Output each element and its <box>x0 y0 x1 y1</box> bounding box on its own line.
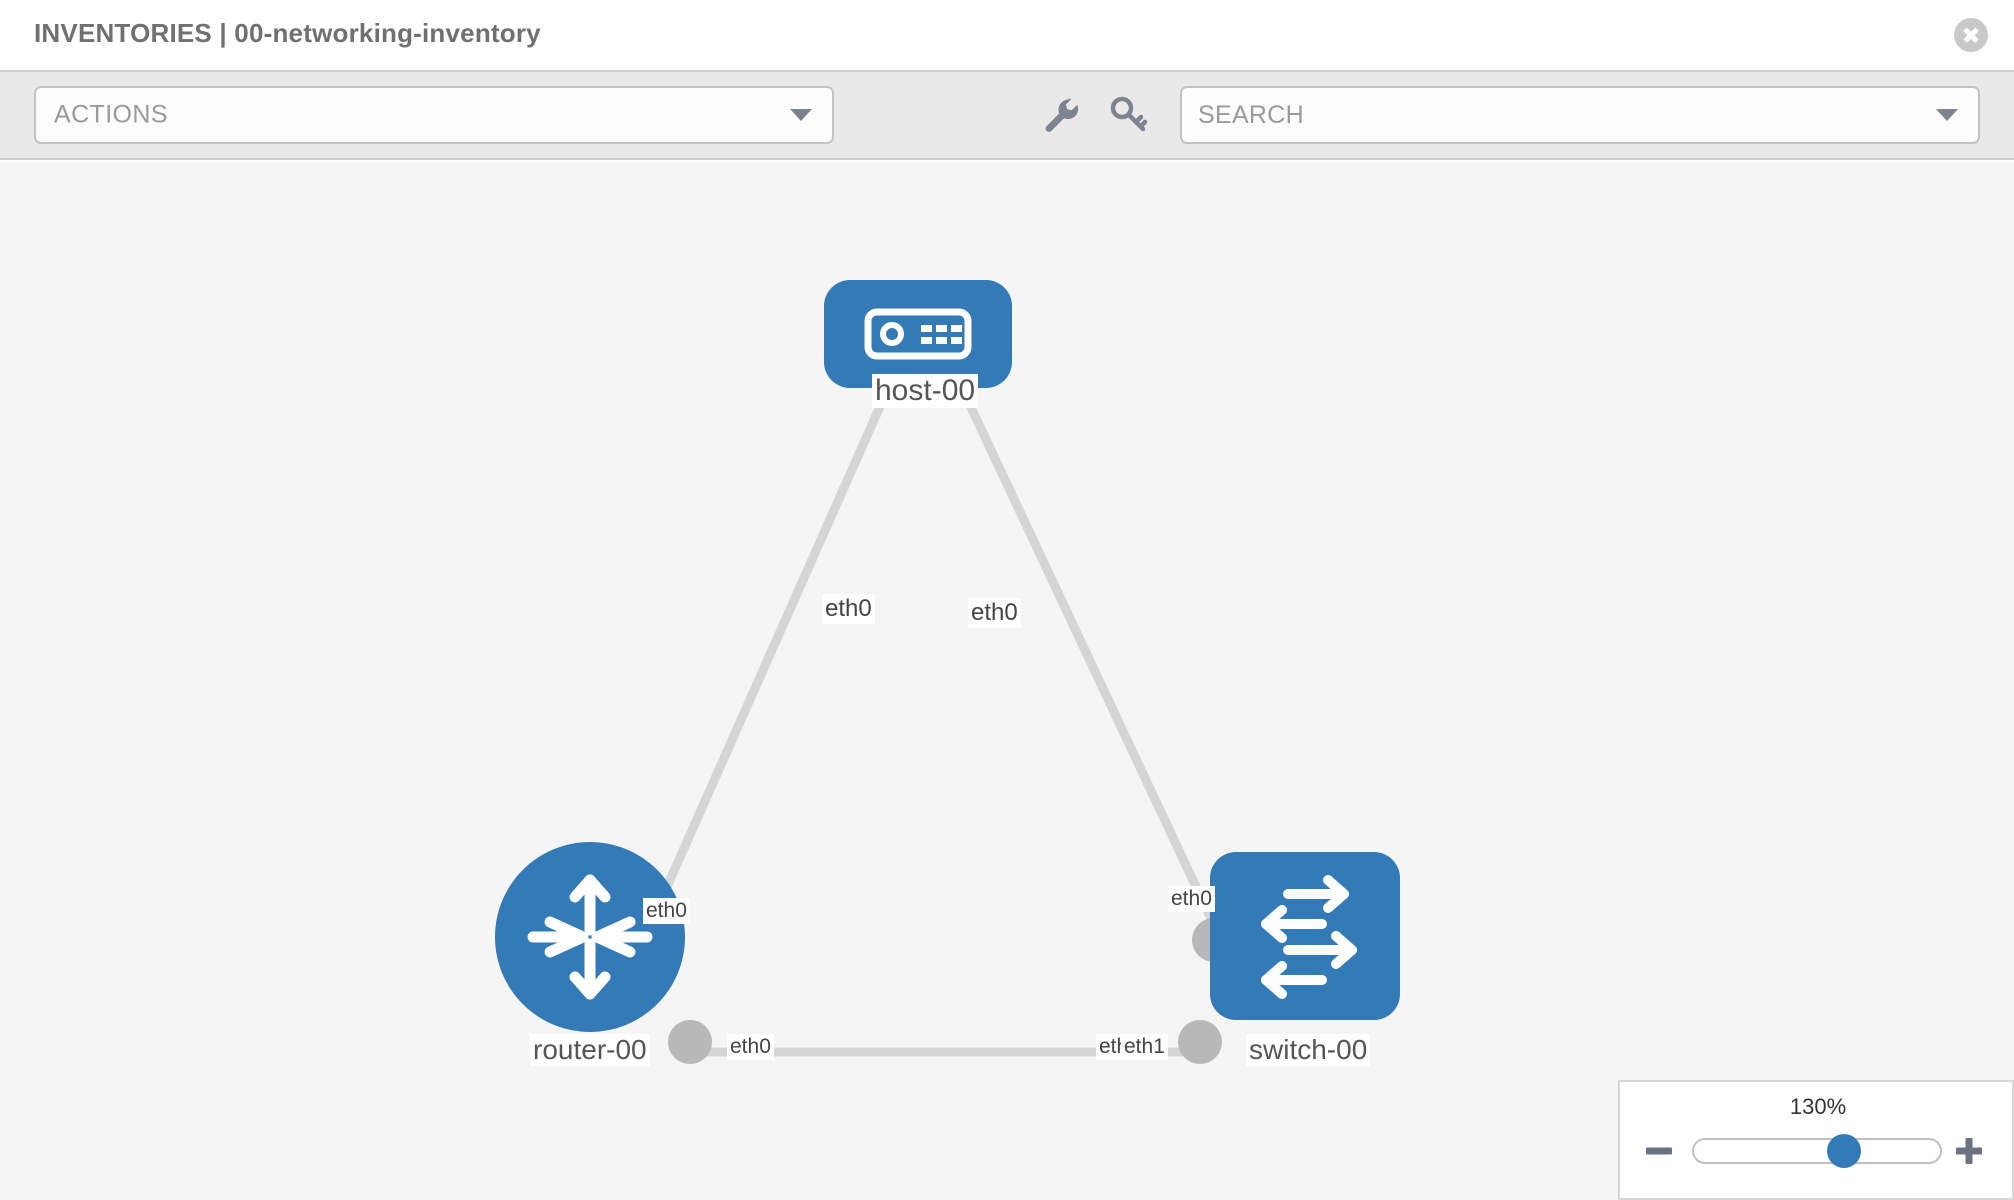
chevron-down-icon <box>790 109 812 121</box>
node-label-switch-00: switch-00 <box>1246 1034 1371 1066</box>
page-header: INVENTORIES | 00-networking-inventory <box>0 0 2014 70</box>
edge-label-switch-west: eth1 <box>1121 1034 1168 1060</box>
zoom-in-button[interactable] <box>1952 1134 1986 1168</box>
wrench-icon[interactable] <box>1032 86 1090 144</box>
port-router-east[interactable] <box>668 1020 712 1064</box>
page-title: INVENTORIES | 00-networking-inventory <box>34 18 541 48</box>
edge-label-host-right: eth0 <box>968 598 1021 628</box>
topology-canvas[interactable]: host-00 router-00 <box>0 162 2014 1200</box>
server-icon <box>864 308 972 360</box>
zoom-slider[interactable] <box>1692 1134 1942 1168</box>
key-icon[interactable] <box>1100 86 1158 144</box>
zoom-slider-thumb[interactable] <box>1827 1134 1862 1168</box>
port-switch-west[interactable] <box>1178 1020 1222 1064</box>
edge-label-router-uplink: eth0 <box>643 898 690 924</box>
link-host-switch <box>955 382 1227 944</box>
switch-arrows-icon <box>1261 875 1357 999</box>
zoom-out-button[interactable] <box>1642 1134 1676 1168</box>
actions-dropdown-label: ACTIONS <box>54 100 168 129</box>
node-host-00-body[interactable] <box>824 280 1012 388</box>
edge-label-host-left: eth0 <box>822 594 875 624</box>
edge-label-switch-uplink: eth0 <box>1168 886 1215 912</box>
toolbar: ACTIONS <box>0 70 2014 160</box>
link-host-router <box>633 382 895 954</box>
search-field[interactable] <box>1180 86 1980 144</box>
actions-dropdown[interactable]: ACTIONS <box>34 86 834 144</box>
node-switch-00-body[interactable] <box>1210 852 1400 1020</box>
search-input[interactable] <box>1198 88 1898 142</box>
edge-label-router-east: eth0 <box>727 1034 774 1060</box>
zoom-level-label: 130% <box>1789 1094 1847 1119</box>
node-label-host-00: host-00 <box>872 374 979 408</box>
router-arrows-icon <box>527 874 653 1000</box>
close-icon[interactable] <box>1954 18 1988 52</box>
chevron-down-icon[interactable] <box>1936 109 1958 121</box>
zoom-control: 130% <box>1618 1080 2014 1200</box>
node-router-00-body[interactable] <box>495 842 685 1032</box>
node-label-router-00: router-00 <box>530 1034 650 1066</box>
